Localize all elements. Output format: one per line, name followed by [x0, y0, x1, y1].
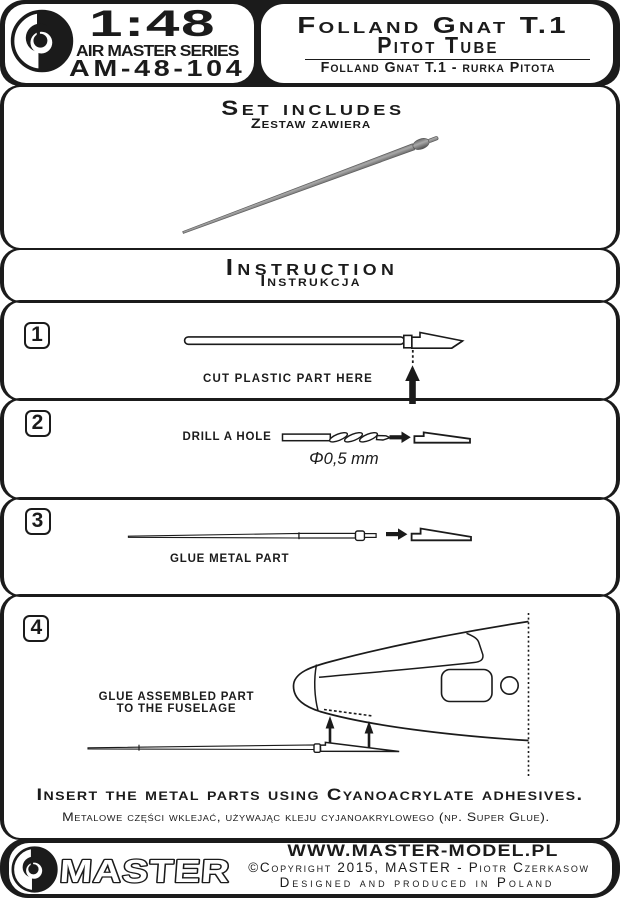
svg-text:MASTER: MASTER — [58, 853, 231, 889]
